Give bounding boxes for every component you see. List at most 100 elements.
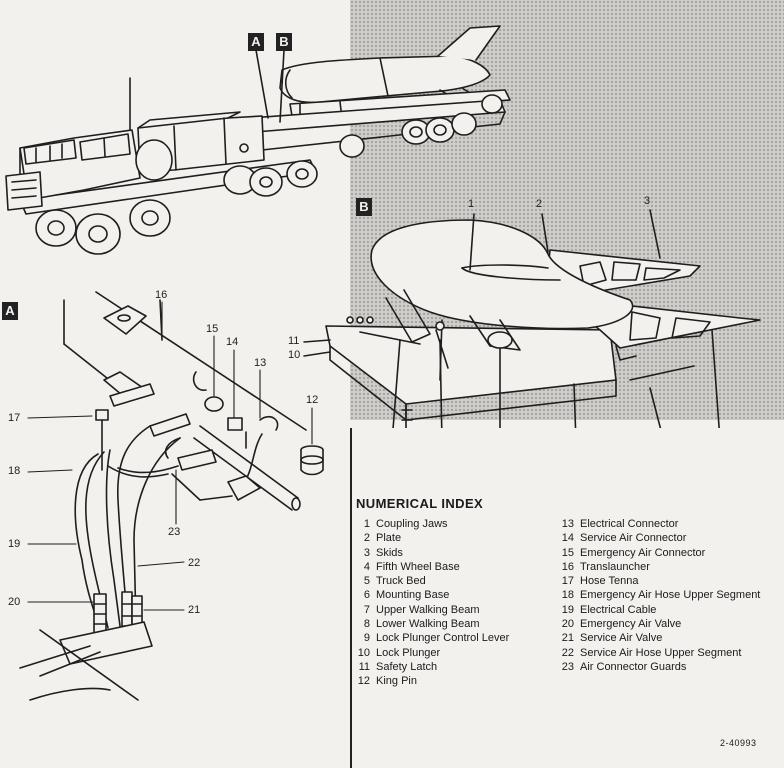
index-entry-text: Plate bbox=[376, 532, 402, 545]
index-entry-text: Service Air Valve bbox=[580, 632, 663, 645]
label-1: 1 bbox=[468, 198, 475, 210]
index-entry-text: Fifth Wheel Base bbox=[376, 560, 460, 573]
callout-b-top: B bbox=[276, 33, 292, 51]
index-entry-number: 7 bbox=[363, 603, 370, 616]
index-entry: 22 Service Air Hose Upper Segment bbox=[556, 646, 760, 660]
index-entry-number: 6 bbox=[363, 589, 370, 602]
callout-a-top: A bbox=[248, 33, 264, 51]
index-entry: 12 King Pin bbox=[352, 674, 509, 688]
document-number: 2-40993 bbox=[720, 738, 757, 748]
label-2: 2 bbox=[536, 198, 543, 210]
index-entry-number: 2 bbox=[363, 532, 370, 545]
index-entry: 14 Service Air Connector bbox=[556, 531, 760, 545]
index-entry-text: Safety Latch bbox=[376, 660, 438, 673]
index-entry-number: 3 bbox=[363, 546, 370, 559]
index-entry-text: Lower Walking Beam bbox=[376, 618, 480, 631]
index-entry: 6 Mounting Base bbox=[352, 588, 509, 602]
index-entry-text: Emergency Air Hose Upper Segment bbox=[580, 589, 761, 602]
label-23: 23 bbox=[168, 526, 181, 538]
index-entry-number: 9 bbox=[363, 632, 370, 645]
index-entry-number: 5 bbox=[363, 575, 370, 588]
index-entry: 1 Coupling Jaws bbox=[352, 517, 509, 531]
index-entry-text: Lock Plunger Control Lever bbox=[376, 632, 510, 645]
index-entry: 7 Upper Walking Beam bbox=[352, 603, 509, 617]
label-22: 22 bbox=[188, 557, 201, 569]
label-20: 20 bbox=[8, 596, 21, 608]
index-entry-number: 23 bbox=[561, 660, 574, 673]
index-entry-number: 13 bbox=[561, 518, 574, 530]
index-entry-number: 14 bbox=[561, 532, 574, 545]
index-entry-text: Air Connector Guards bbox=[580, 660, 687, 673]
index-entry: 3 Skids bbox=[352, 546, 509, 560]
index-entry: 16 Translauncher bbox=[556, 560, 760, 574]
index-right-column: 13 Electrical Connector 14 Service Air Conn… bbox=[556, 517, 761, 674]
index-entry-text: Electrical Connector bbox=[580, 518, 679, 530]
label-14: 14 bbox=[226, 336, 239, 348]
label-13: 13 bbox=[254, 357, 267, 369]
index-entry-number: 15 bbox=[561, 546, 574, 559]
index-entry-text: Translauncher bbox=[580, 560, 650, 573]
index-entry: 5 Truck Bed bbox=[352, 574, 509, 588]
index-entry-number: 18 bbox=[561, 589, 574, 602]
index-entry: 20 Emergency Air Valve bbox=[556, 617, 760, 631]
detail-a-leaders bbox=[27, 301, 313, 611]
index-entry-number: 12 bbox=[357, 675, 370, 688]
index-entry-text: Truck Bed bbox=[376, 575, 426, 588]
label-19: 19 bbox=[8, 538, 21, 550]
label-15: 15 bbox=[206, 323, 219, 335]
index-entry-text: Lock Plunger bbox=[376, 646, 441, 659]
index-entry: 18 Emergency Air Hose Upper Segment bbox=[556, 588, 761, 602]
index-entry-number: 22 bbox=[561, 646, 574, 659]
label-11: 11 bbox=[288, 335, 300, 347]
index-entry-number: 17 bbox=[561, 575, 574, 588]
index-entry: 8 Lower Walking Beam bbox=[352, 617, 509, 631]
label-3: 3 bbox=[644, 195, 651, 207]
index-entry: 19 Electrical Cable bbox=[556, 603, 760, 617]
callout-b-detail: B bbox=[356, 198, 372, 216]
label-17: 17 bbox=[8, 412, 21, 424]
index-entry-text: Emergency Air Valve bbox=[580, 618, 682, 631]
label-10: 10 bbox=[288, 349, 301, 361]
index-entry-number: 20 bbox=[561, 618, 574, 631]
index-entry: 4 Fifth Wheel Base bbox=[352, 560, 509, 574]
index-entry-number: 8 bbox=[363, 618, 370, 631]
truck-illustration bbox=[5, 25, 511, 255]
index-entry-text: Electrical Cable bbox=[580, 603, 657, 616]
index-left-column: 1 Coupling Jaws 2 Plate 3 Skids 4 Fifth Wheel B… bbox=[352, 517, 510, 689]
index-entry: 10 Lock Plunger bbox=[352, 646, 509, 660]
index-entry-number: 10 bbox=[357, 646, 370, 659]
index-entry-text: King Pin bbox=[376, 675, 417, 688]
index-entry-text: Mounting Base bbox=[376, 589, 450, 602]
index-entry-text: Service Air Connector bbox=[580, 532, 687, 545]
index-entry-number: 19 bbox=[561, 603, 574, 616]
index-entry: 17 Hose Tenna bbox=[556, 574, 760, 588]
index-entry-number: 11 bbox=[358, 660, 370, 673]
index-entry-text: Coupling Jaws bbox=[376, 518, 448, 530]
index-entry: 15 Emergency Air Connector bbox=[556, 546, 760, 560]
label-16: 16 bbox=[155, 289, 168, 301]
index-entry: 11 Safety Latch bbox=[352, 660, 509, 674]
index-entry: 2 Plate bbox=[352, 531, 509, 545]
label-12: 12 bbox=[306, 394, 319, 406]
index-title: NUMERICAL INDEX bbox=[356, 496, 484, 511]
index-entry-number: 4 bbox=[363, 560, 370, 573]
index-entry-number: 16 bbox=[561, 560, 574, 573]
detail-b-illustration bbox=[303, 209, 761, 443]
index-entry-text: Hose Tenna bbox=[580, 575, 639, 588]
index-entry: 13 Electrical Connector bbox=[556, 517, 760, 531]
index-entry: 21 Service Air Valve bbox=[556, 631, 760, 645]
index-entry-text: Service Air Hose Upper Segment bbox=[580, 646, 742, 659]
index-entry-number: 21 bbox=[561, 632, 574, 645]
index-entry: 9 Lock Plunger Control Lever bbox=[352, 631, 509, 645]
index-entry: 23 Air Connector Guards bbox=[556, 660, 760, 674]
label-21: 21 bbox=[188, 604, 201, 616]
callout-a-detail: A bbox=[2, 302, 18, 320]
index-entry-text: Skids bbox=[376, 546, 403, 559]
index-entry-number: 1 bbox=[363, 518, 370, 530]
index-entry-text: Emergency Air Connector bbox=[580, 546, 706, 559]
index-entry-text: Upper Walking Beam bbox=[376, 603, 480, 616]
detail-a-illustration bbox=[19, 291, 324, 701]
numerical-index-panel bbox=[350, 428, 784, 768]
